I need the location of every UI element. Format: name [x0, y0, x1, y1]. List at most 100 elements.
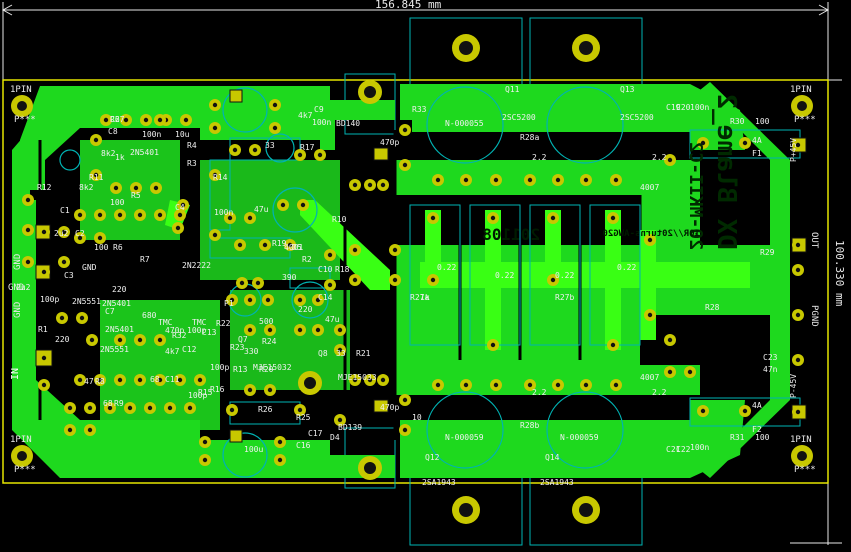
corner-ref-br: P***	[794, 465, 816, 475]
transistor-hole-2-label: 5	[583, 44, 589, 55]
pad-drill-94	[77, 377, 83, 383]
input-stage-label-19: 2u2	[16, 283, 31, 292]
pad-drill-12	[583, 382, 589, 388]
input-stage-label-13: 100	[94, 243, 109, 252]
corner-hole-br	[791, 445, 813, 467]
pad-drill-96	[117, 377, 123, 383]
pad-drill-85	[177, 212, 183, 218]
pad-drill-51	[392, 277, 398, 283]
pad-drill-7	[435, 382, 441, 388]
input-stage-label-50: R18	[335, 265, 350, 274]
pad-drill-21	[610, 342, 616, 348]
input-stage-label-84: 100u	[244, 445, 263, 454]
input-stage-label-43: R15	[198, 388, 213, 397]
width-dimension-label: 156.845 mm	[375, 0, 442, 11]
output-stage-label-15: 0.22	[437, 263, 456, 272]
corner-label-tl: 1PIN	[10, 85, 32, 95]
pad-drill-58	[25, 259, 31, 265]
pad-drill-136	[280, 202, 286, 208]
pad-drill-44	[380, 182, 386, 188]
pad-drill-14	[430, 215, 436, 221]
component-pads	[22, 99, 804, 466]
pad-drill-84	[157, 212, 163, 218]
pad-drill-64	[202, 457, 208, 463]
pad-drill-117	[229, 297, 235, 303]
pad-drill-1	[463, 177, 469, 183]
output-stage-label-17: 0.22	[555, 271, 574, 280]
output-stage-label-31: 100n	[690, 103, 709, 112]
pad-drill-113	[262, 242, 268, 248]
pad-drill-43	[367, 182, 373, 188]
pad-drill-83	[137, 212, 143, 218]
pad-drill-108	[167, 405, 173, 411]
pad-drill-104	[87, 427, 93, 433]
pad-drill-91	[117, 337, 123, 343]
pad-drill-68	[123, 117, 129, 123]
pad-drill-92	[137, 337, 143, 343]
mirrored-date: 201108	[482, 225, 540, 244]
pad-drill-61	[272, 102, 278, 108]
input-stage-label-29: 2N5401	[102, 299, 131, 308]
input-stage-label-17: 2u2	[54, 229, 69, 238]
input-stage-label-71: R13	[233, 365, 248, 374]
pad-drill-32	[795, 142, 801, 148]
output-stage-label-24: 100	[755, 117, 770, 126]
output-stage-label-1: 2SC5200	[502, 113, 536, 122]
output-stage-label-25: R31	[730, 433, 745, 442]
input-stage-label-23: R1	[38, 325, 48, 334]
input-stage-label-73: 47u	[254, 205, 269, 214]
pad-drill-39	[402, 162, 408, 168]
input-stage-label-85: R26	[258, 405, 273, 414]
pad-drill-76	[153, 185, 159, 191]
pad-drill-75	[133, 185, 139, 191]
output-stage-label-36: R29	[760, 248, 775, 257]
pad-drill-0	[435, 177, 441, 183]
pad-drill-31	[687, 369, 693, 375]
input-stage-label-68: 500	[259, 317, 274, 326]
pad-drill-20	[550, 277, 556, 283]
pad-drill-103	[87, 405, 93, 411]
mirrored-silkscreen: DX Blame_2 20-MKII-C2 10R//20turns-AWG20…	[482, 93, 741, 250]
pad-drill-79	[77, 235, 83, 241]
output-stage-label-39: 4A	[752, 136, 762, 145]
transistor-hole-1-label: 5	[463, 44, 469, 55]
output-stage-label-14: R27b	[555, 293, 574, 302]
pad-drill-115	[239, 280, 245, 286]
input-stage-label-33: 47	[84, 377, 94, 386]
output-stage-label-42: 4007	[640, 373, 659, 382]
input-stage-label-66: R24	[262, 337, 277, 346]
pad-drill-69	[143, 117, 149, 123]
pad-drill-138	[175, 225, 181, 231]
transistor-hole-4	[572, 496, 600, 524]
output-stage-label-2: Q13	[620, 85, 635, 94]
pad-drill-13	[613, 382, 619, 388]
pad-drill-60	[212, 125, 218, 131]
pad-drill-36	[795, 409, 801, 415]
output-stage-label-6: Q14	[545, 453, 560, 462]
pad-drill-120	[297, 297, 303, 303]
output-stage-label-37: F1	[752, 149, 762, 158]
input-stage-label-82: 33	[336, 349, 346, 358]
mirrored-subtitle: 20-MKII-C2	[685, 142, 706, 250]
input-stage-label-16: C1	[60, 206, 70, 215]
p45v-label: P+45V	[789, 138, 798, 162]
pad-drill-143	[247, 215, 253, 221]
transistor-hole-4-label: 5	[583, 506, 589, 517]
pad-drill-26	[700, 408, 706, 414]
input-stage-label-65: R23	[230, 343, 245, 352]
output-stage-label-7: 2SA1943	[540, 478, 574, 487]
pad-drill-125	[267, 327, 273, 333]
corner-ref-bl: P***	[14, 465, 36, 475]
pad-drill-100	[197, 377, 203, 383]
corner-hole-bl	[11, 445, 33, 467]
gnd-label-2: GND	[8, 283, 24, 293]
capacitor-outlines	[59, 86, 624, 478]
input-stage-label-32: 2N5551	[72, 297, 101, 306]
input-stage-label-12: R6	[113, 243, 123, 252]
pad-drill-48	[352, 247, 358, 253]
pad-drill-95	[97, 377, 103, 383]
pad-drill-63	[202, 439, 208, 445]
dimension-width	[1, 2, 830, 80]
pad-drill-130	[337, 327, 343, 333]
pad-drill-123	[315, 327, 321, 333]
